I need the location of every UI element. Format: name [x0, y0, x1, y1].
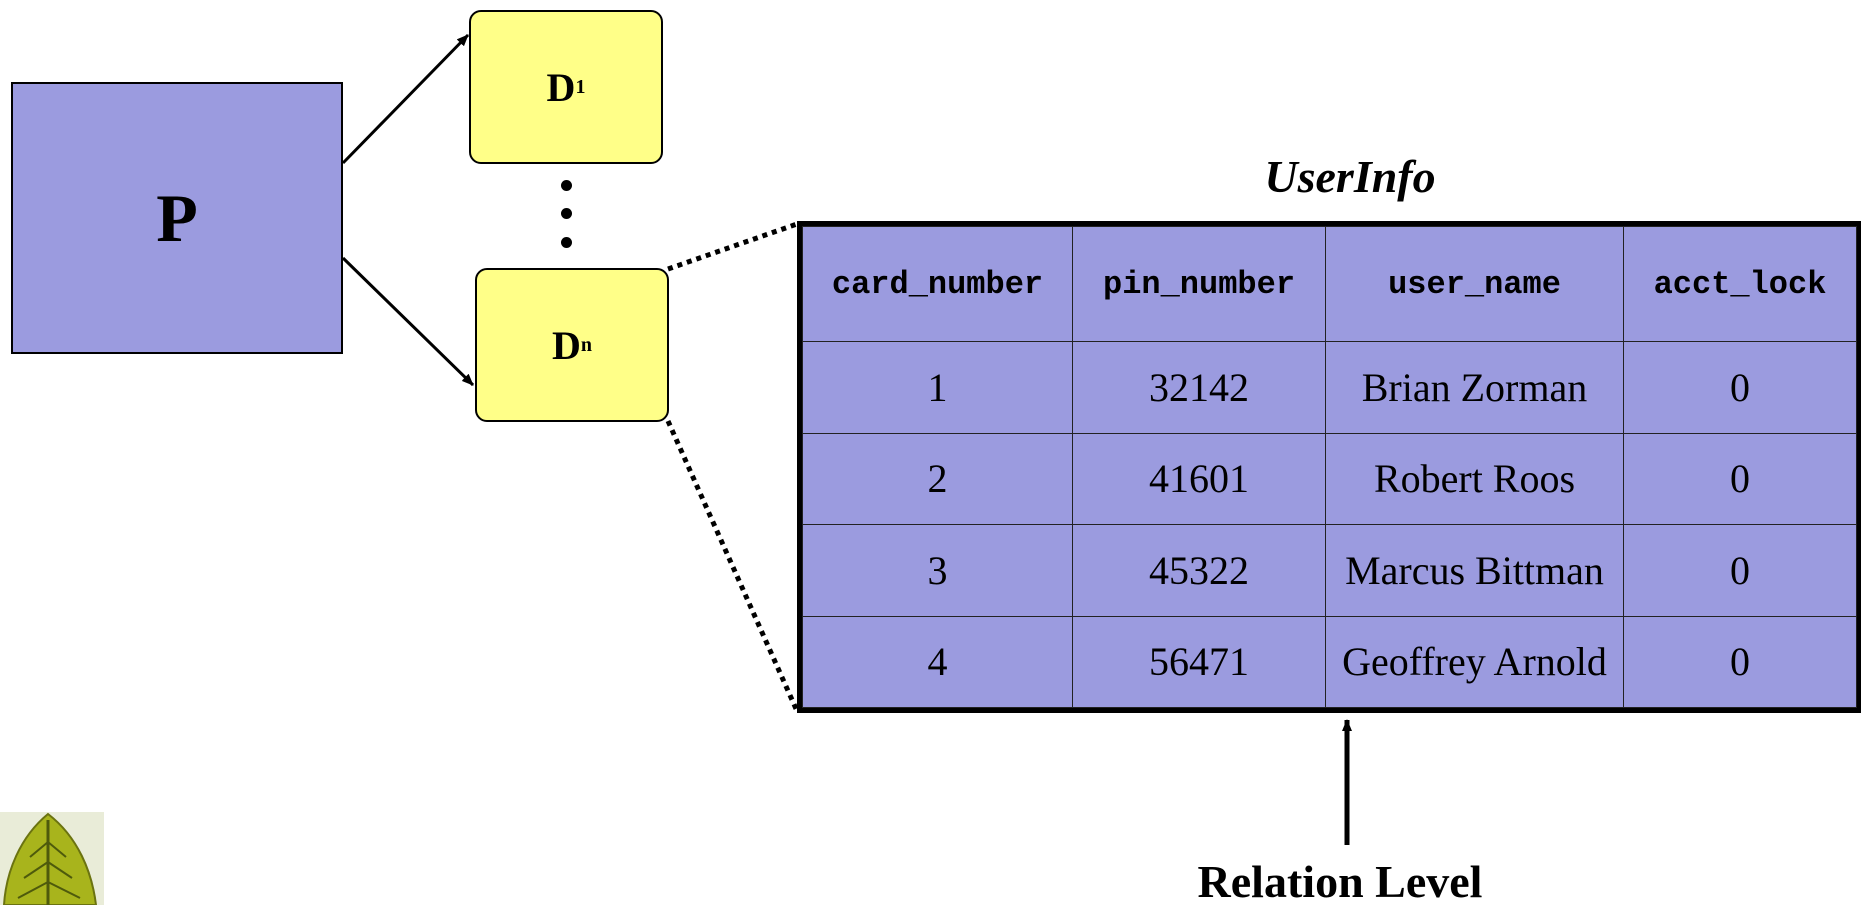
table-cell: Brian Zorman — [1325, 341, 1624, 434]
relation-level-label: Relation Level — [1197, 856, 1483, 907]
table-cell: 2 — [802, 432, 1073, 525]
child-box-subscript: 1 — [575, 75, 586, 98]
column-header: acct_lock — [1623, 226, 1857, 342]
parent-box-label: P — [156, 179, 198, 256]
zoom-line-bottom — [665, 419, 800, 713]
table-cell: 1 — [802, 341, 1073, 434]
relation-table: card_number pin_number user_name acct_lo… — [797, 221, 1861, 713]
table-cell: 0 — [1623, 341, 1857, 434]
leaf-logo-icon — [0, 812, 104, 905]
table-row: 2 41601 Robert Roos 0 — [802, 432, 1857, 525]
table-row: 4 56471 Geoffrey Arnold 0 — [802, 615, 1857, 708]
column-header: user_name — [1325, 226, 1624, 342]
child-box-subscript: n — [580, 333, 592, 356]
child-box-label: D — [546, 64, 576, 110]
table-title: UserInfo — [1264, 151, 1436, 202]
table-cell: 4 — [802, 615, 1073, 708]
table-row: 1 32142 Brian Zorman 0 — [802, 341, 1857, 434]
table-cell: 32142 — [1072, 341, 1326, 434]
table-cell: 0 — [1623, 432, 1857, 525]
table-header-row: card_number pin_number user_name acct_lo… — [802, 226, 1857, 342]
ellipsis-dot — [561, 208, 572, 219]
table-cell: Robert Roos — [1325, 432, 1624, 525]
table-cell: 56471 — [1072, 615, 1326, 708]
parent-box-p: P — [11, 82, 343, 354]
arrow-p-to-dn — [341, 256, 475, 387]
table-cell: Geoffrey Arnold — [1325, 615, 1624, 708]
ellipsis-dot — [561, 180, 572, 191]
child-box-label: D — [551, 322, 581, 368]
zoom-line-top — [667, 221, 798, 272]
table-row: 3 45322 Marcus Bittman 0 — [802, 524, 1857, 617]
column-header: card_number — [802, 226, 1073, 342]
arrow-p-to-d1 — [341, 33, 470, 165]
table-cell: Marcus Bittman — [1325, 524, 1624, 617]
table-cell: 0 — [1623, 524, 1857, 617]
table-cell: 45322 — [1072, 524, 1326, 617]
table-cell: 3 — [802, 524, 1073, 617]
table-cell: 41601 — [1072, 432, 1326, 525]
column-header: pin_number — [1072, 226, 1326, 342]
ellipsis-dot — [561, 237, 572, 248]
table-cell: 0 — [1623, 615, 1857, 708]
